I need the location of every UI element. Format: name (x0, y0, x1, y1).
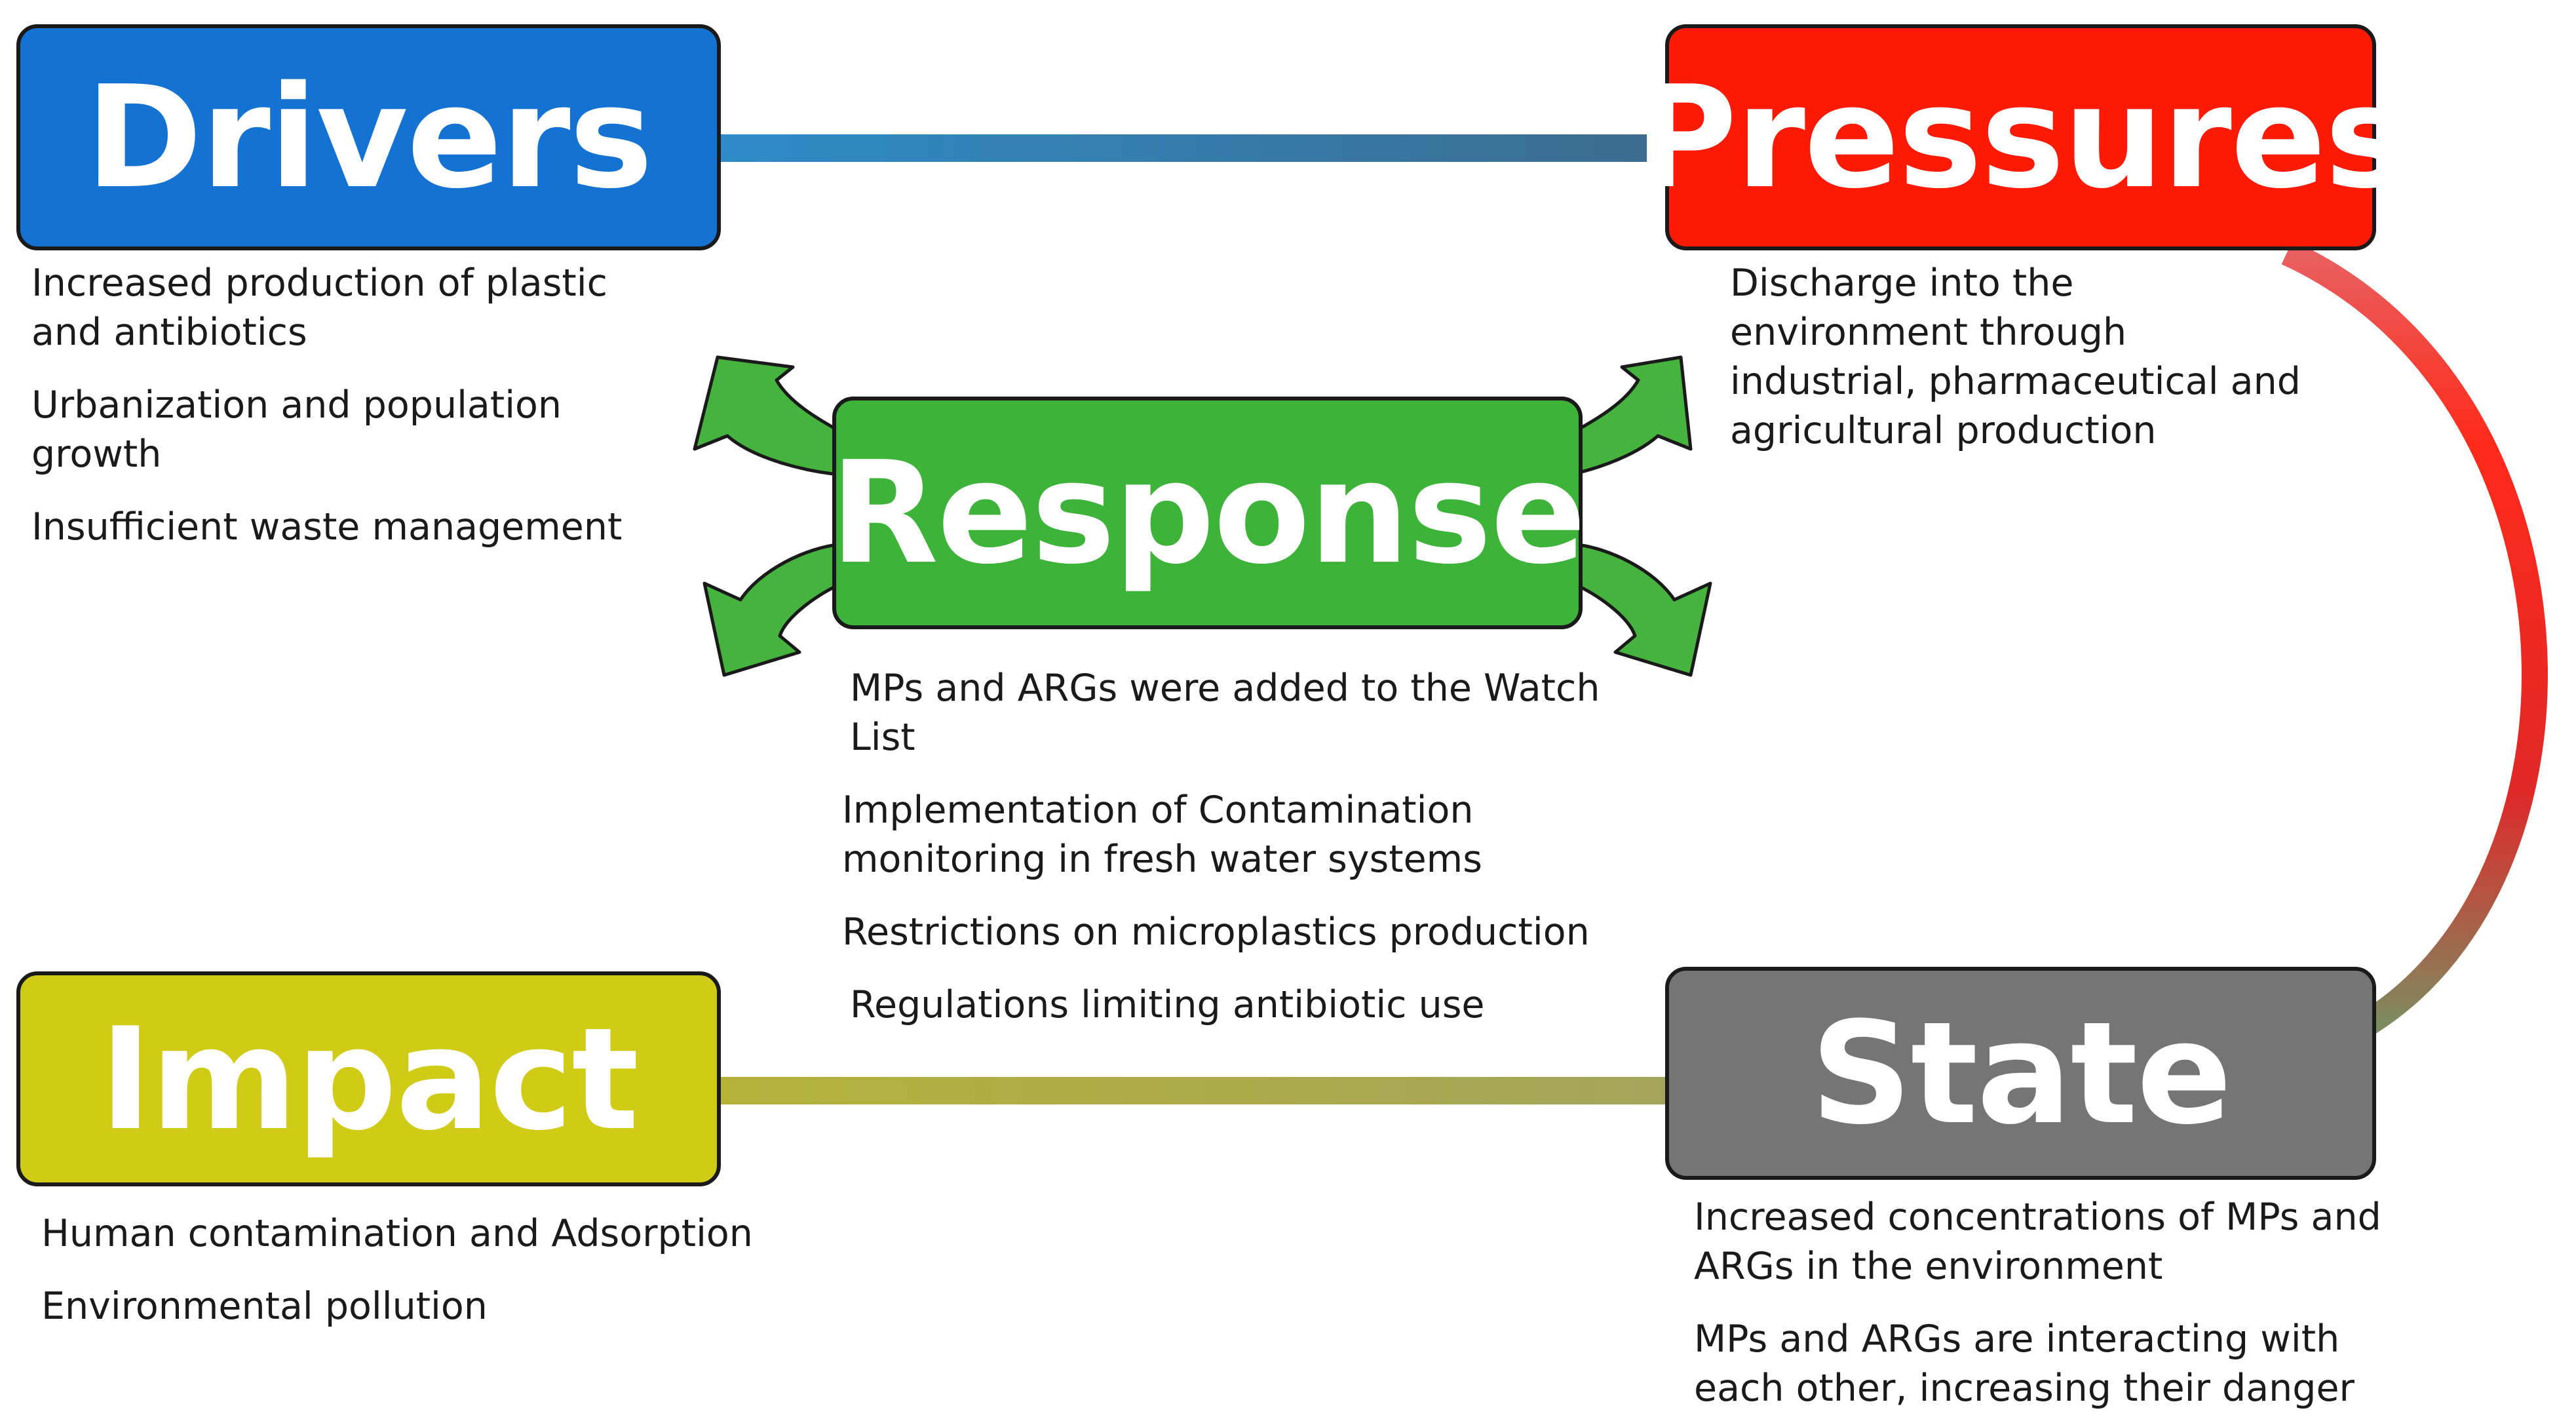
impact-box: Impact (16, 971, 721, 1186)
drivers-pressures-connector (718, 134, 1671, 162)
impact-item-1: Human contamination and Adsorption (41, 1212, 753, 1255)
response-item-1: MPs and ARGs were added to the Watch Lis… (850, 667, 1600, 759)
drivers-box: Drivers (16, 24, 721, 250)
state-item-1: Increased concentrations of MPs and ARGs… (1694, 1196, 2381, 1288)
state-text: Increased concentrations of MPs and ARGs… (1694, 1193, 2421, 1413)
response-arrow-up-left (693, 355, 847, 477)
response-item-2: Implementation of Contamination monitori… (842, 789, 1482, 881)
state-title: State (1810, 991, 2232, 1156)
response-title: Response (830, 431, 1586, 595)
response-arrow-down-left (702, 542, 844, 677)
state-box: State (1665, 967, 2376, 1180)
drivers-title: Drivers (85, 55, 653, 220)
pressures-item-1: Discharge into the environment through i… (1730, 262, 2301, 452)
response-box: Response (830, 397, 1586, 629)
pressures-title: Pressures (1634, 55, 2408, 220)
pressures-box: Pressures (1634, 24, 2409, 250)
drivers-item-3: Insufficient waste management (31, 505, 623, 549)
state-item-2: MPs and ARGs are interacting with each o… (1694, 1317, 2355, 1410)
drivers-text: Increased production of plastic and anti… (31, 259, 661, 552)
pressures-text: Discharge into the environment through i… (1730, 259, 2320, 456)
drivers-item-2: Urbanization and population growth (31, 383, 562, 476)
impact-title: Impact (99, 996, 639, 1161)
impact-state-connector (718, 1077, 1671, 1104)
pressures-state-connector (2281, 240, 2548, 1034)
response-text: MPs and ARGs were added to the Watch Lis… (842, 664, 1628, 1030)
drivers-item-1: Increased production of plastic and anti… (31, 262, 607, 354)
response-item-3: Restrictions on microplastics production (842, 910, 1590, 954)
response-item-4: Regulations limiting antibiotic use (850, 983, 1485, 1026)
response-arrow-up-right (1564, 355, 1693, 477)
response-arrow-down-right (1571, 542, 1712, 677)
impact-item-2: Environmental pollution (41, 1285, 488, 1328)
impact-text: Human contamination and Adsorption Envir… (41, 1209, 762, 1331)
